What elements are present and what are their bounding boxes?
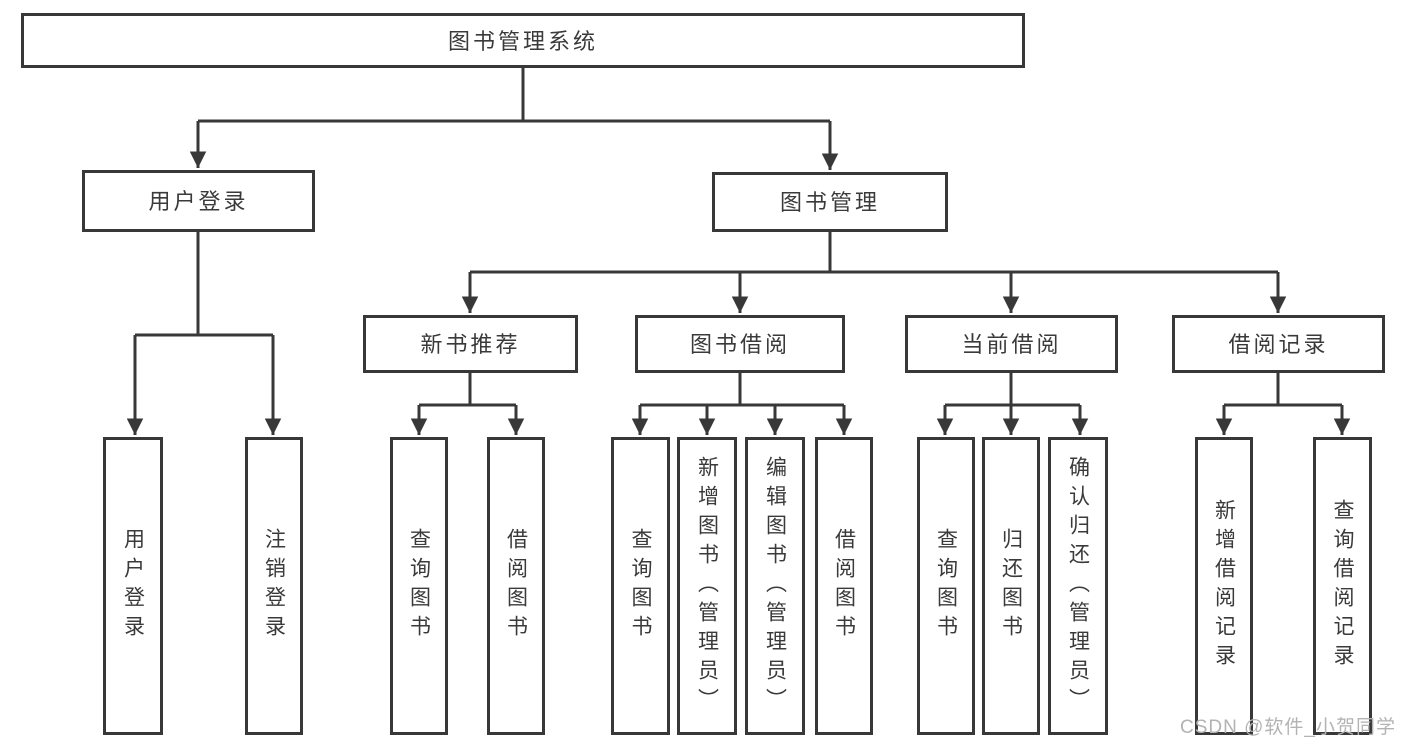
node-library-management-system: 图书管理系统: [21, 13, 1025, 68]
node-confirm-return-admin: 确认归还（管理员）: [1048, 437, 1108, 735]
node-book-management: 图书管理: [712, 172, 948, 232]
node-current-borrowing: 当前借阅: [905, 315, 1118, 373]
csdn-watermark: CSDN @软件_小贺同学: [1180, 717, 1396, 738]
node-book-borrowing: 图书借阅: [635, 315, 845, 373]
node-query-books-recommend: 查询图书: [390, 437, 448, 735]
node-return-books: 归还图书: [982, 437, 1040, 735]
node-borrowing-records: 借阅记录: [1172, 315, 1385, 373]
node-add-borrow-record: 新增借阅记录: [1195, 437, 1253, 735]
node-user-login-action: 用户登录: [103, 437, 163, 735]
node-user-login: 用户登录: [82, 170, 315, 232]
node-edit-books-admin: 编辑图书（管理员）: [745, 437, 805, 735]
node-borrow-books-recommend: 借阅图书: [487, 437, 545, 735]
node-borrow-books-borrowing: 借阅图书: [815, 437, 873, 735]
node-query-books-current: 查询图书: [917, 437, 975, 735]
node-query-borrow-record: 查询借阅记录: [1313, 437, 1372, 735]
node-add-books-admin: 新增图书（管理员）: [677, 437, 737, 735]
node-query-books-borrowing: 查询图书: [611, 437, 670, 735]
node-logout-action: 注销登录: [245, 437, 303, 735]
node-new-book-recommendation: 新书推荐: [363, 315, 578, 373]
